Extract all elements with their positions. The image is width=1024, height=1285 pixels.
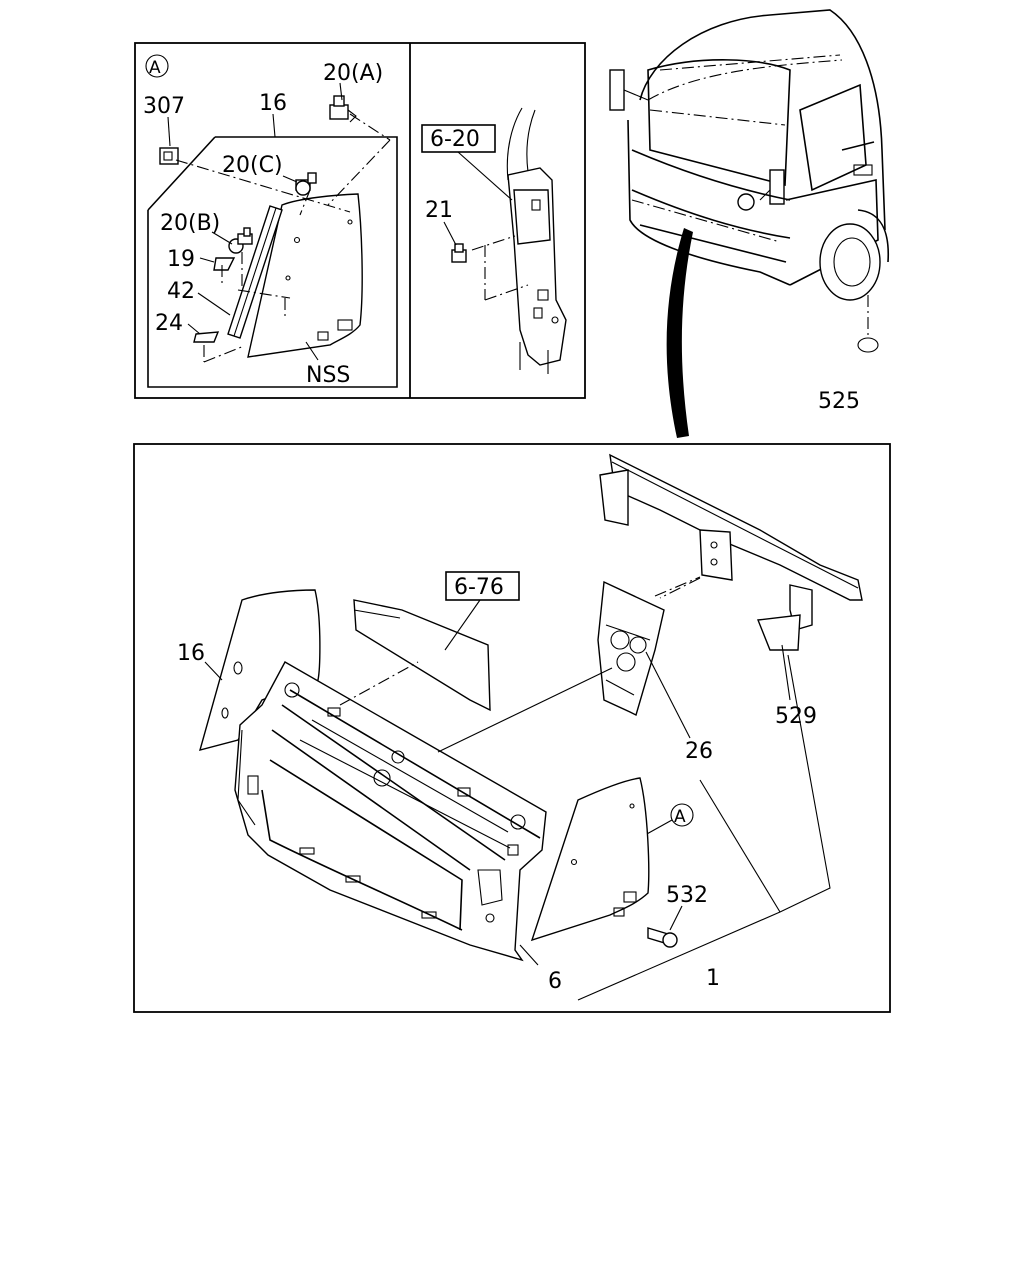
weatherstrip-42 [227,205,283,339]
inset-leaders [167,82,391,363]
inset-corner-glass [247,193,363,358]
callout-24: 24 [155,311,183,336]
cowl-reinforcement-529 [599,453,863,651]
right-corner-glass [530,777,650,942]
callout-20a: 20(A) [323,61,383,86]
clip-307 [159,147,179,165]
callout-20b: 20(B) [160,211,220,236]
clip-20b [228,227,253,254]
pad-19 [213,257,236,271]
inset-a-panel [134,42,586,399]
main-leaders [339,576,701,836]
ref-box-6-20: 6-20 [421,124,513,201]
callout-307: 307 [143,94,185,119]
callout-6: 6 [548,969,562,994]
leader-26 [645,651,691,739]
callout-21: 21 [425,198,453,223]
bracket-26 [597,580,665,717]
left-corner-glass-16 [198,589,321,751]
callout-532: 532 [666,883,708,908]
callout-16-inset: 16 [259,91,287,116]
clip-20a [329,95,357,123]
leader-6 [519,944,539,966]
main-detail-box [133,443,891,1013]
callout-16-main: 16 [177,641,205,666]
inset-marker-a: A [145,54,169,78]
ref-6-76-label: 6-76 [454,575,504,600]
ref-6-20-label: 6-20 [430,127,480,152]
callout-1: 1 [706,966,720,991]
detail-marker-a: A [670,803,694,827]
callout-525: 525 [818,389,860,414]
inset-marker-label: A [149,58,161,78]
truck-cab-illustration [609,9,890,438]
bolt-532 [647,905,683,948]
assembly-leader-1 [577,654,831,1001]
callout-20c: 20(C) [222,153,283,178]
leader-529 [781,644,791,701]
insulator-pad-6-76 [353,599,491,712]
detail-marker-label: A [674,807,686,827]
callout-529: 529 [775,704,817,729]
callout-19: 19 [167,247,195,272]
inset-bracket-panel [471,107,567,374]
clip-20c [295,172,317,196]
pad-24 [193,331,220,343]
callout-26: 26 [685,739,713,764]
callout-42: 42 [167,279,195,304]
bolt-21 [443,221,467,263]
ref-box-6-76: 6-76 [444,571,520,651]
callout-nss: NSS [306,363,350,388]
front-panel-6 [234,661,547,962]
